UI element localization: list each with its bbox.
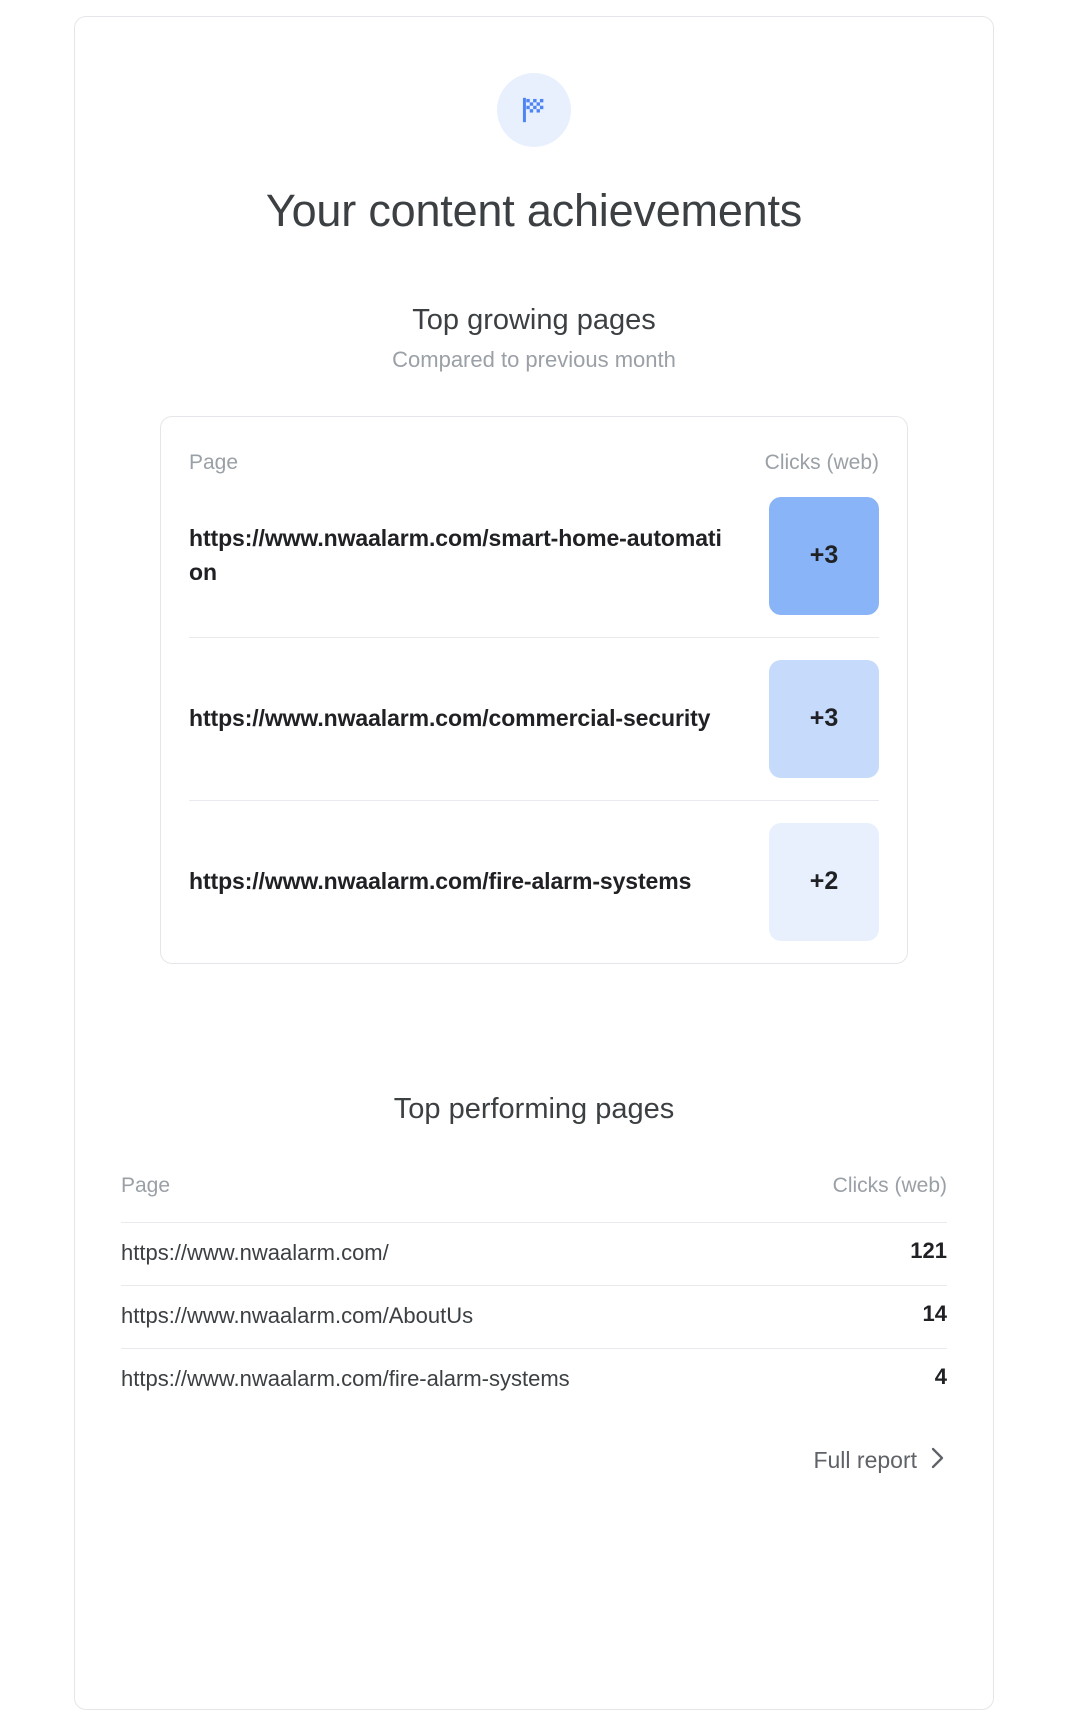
growing-delta-badge: +2: [769, 822, 879, 941]
table-row[interactable]: https://www.nwaalarm.com/ 121: [121, 1222, 947, 1285]
performing-row-clicks: 4: [934, 1364, 947, 1390]
performing-col-page: Page: [121, 1174, 171, 1198]
table-row[interactable]: https://www.nwaalarm.com/AboutUs 14: [121, 1285, 947, 1348]
growing-table-header: Page Clicks (web): [189, 417, 879, 475]
performing-table-header: Page Clicks (web): [121, 1174, 947, 1222]
growing-row-url: https://www.nwaalarm.com/commercial-secu…: [189, 704, 711, 731]
performing-row-url: https://www.nwaalarm.com/AboutUs: [121, 1303, 474, 1329]
performing-row-url: https://www.nwaalarm.com/fire-alarm-syst…: [121, 1366, 570, 1392]
growing-pages-table: Page Clicks (web) https://www.nwaalarm.c…: [160, 415, 908, 964]
top-growing-pages-section: Top growing pages Compared to previous m…: [101, 303, 967, 964]
table-row[interactable]: https://www.nwaalarm.com/fire-alarm-syst…: [189, 799, 879, 963]
top-performing-pages-section: Top performing pages Page Clicks (web) h…: [101, 1092, 967, 1476]
growing-delta-badge: +3: [769, 496, 879, 615]
performing-col-clicks: Clicks (web): [832, 1174, 947, 1198]
growing-section-subtitle: Compared to previous month: [392, 346, 676, 372]
chevron-right-icon: [929, 1445, 947, 1476]
performing-row-url: https://www.nwaalarm.com/: [121, 1240, 389, 1266]
growing-delta-badge: +3: [769, 659, 879, 778]
performing-row-clicks: 121: [910, 1238, 947, 1264]
growing-section-title: Top growing pages: [412, 303, 656, 336]
table-row[interactable]: https://www.nwaalarm.com/commercial-secu…: [189, 636, 879, 800]
page-title: Your content achievements: [265, 185, 803, 236]
growing-col-page: Page: [189, 450, 239, 474]
table-row[interactable]: https://www.nwaalarm.com/smart-home-auto…: [189, 475, 879, 637]
growing-col-clicks: Clicks (web): [764, 450, 879, 474]
full-report-label: Full report: [813, 1447, 917, 1474]
checkered-flag-icon: [497, 73, 571, 147]
content-achievements-card: Your content achievements Top growing pa…: [74, 16, 994, 1710]
table-row[interactable]: https://www.nwaalarm.com/fire-alarm-syst…: [121, 1348, 947, 1411]
performing-row-clicks: 14: [922, 1301, 947, 1327]
performing-section-title: Top performing pages: [393, 1092, 675, 1125]
growing-row-url: https://www.nwaalarm.com/smart-home-auto…: [189, 524, 722, 585]
performing-pages-table: Page Clicks (web) https://www.nwaalarm.c…: [101, 1174, 967, 1411]
full-report-link[interactable]: Full report: [101, 1445, 967, 1476]
growing-row-url: https://www.nwaalarm.com/fire-alarm-syst…: [189, 867, 692, 894]
